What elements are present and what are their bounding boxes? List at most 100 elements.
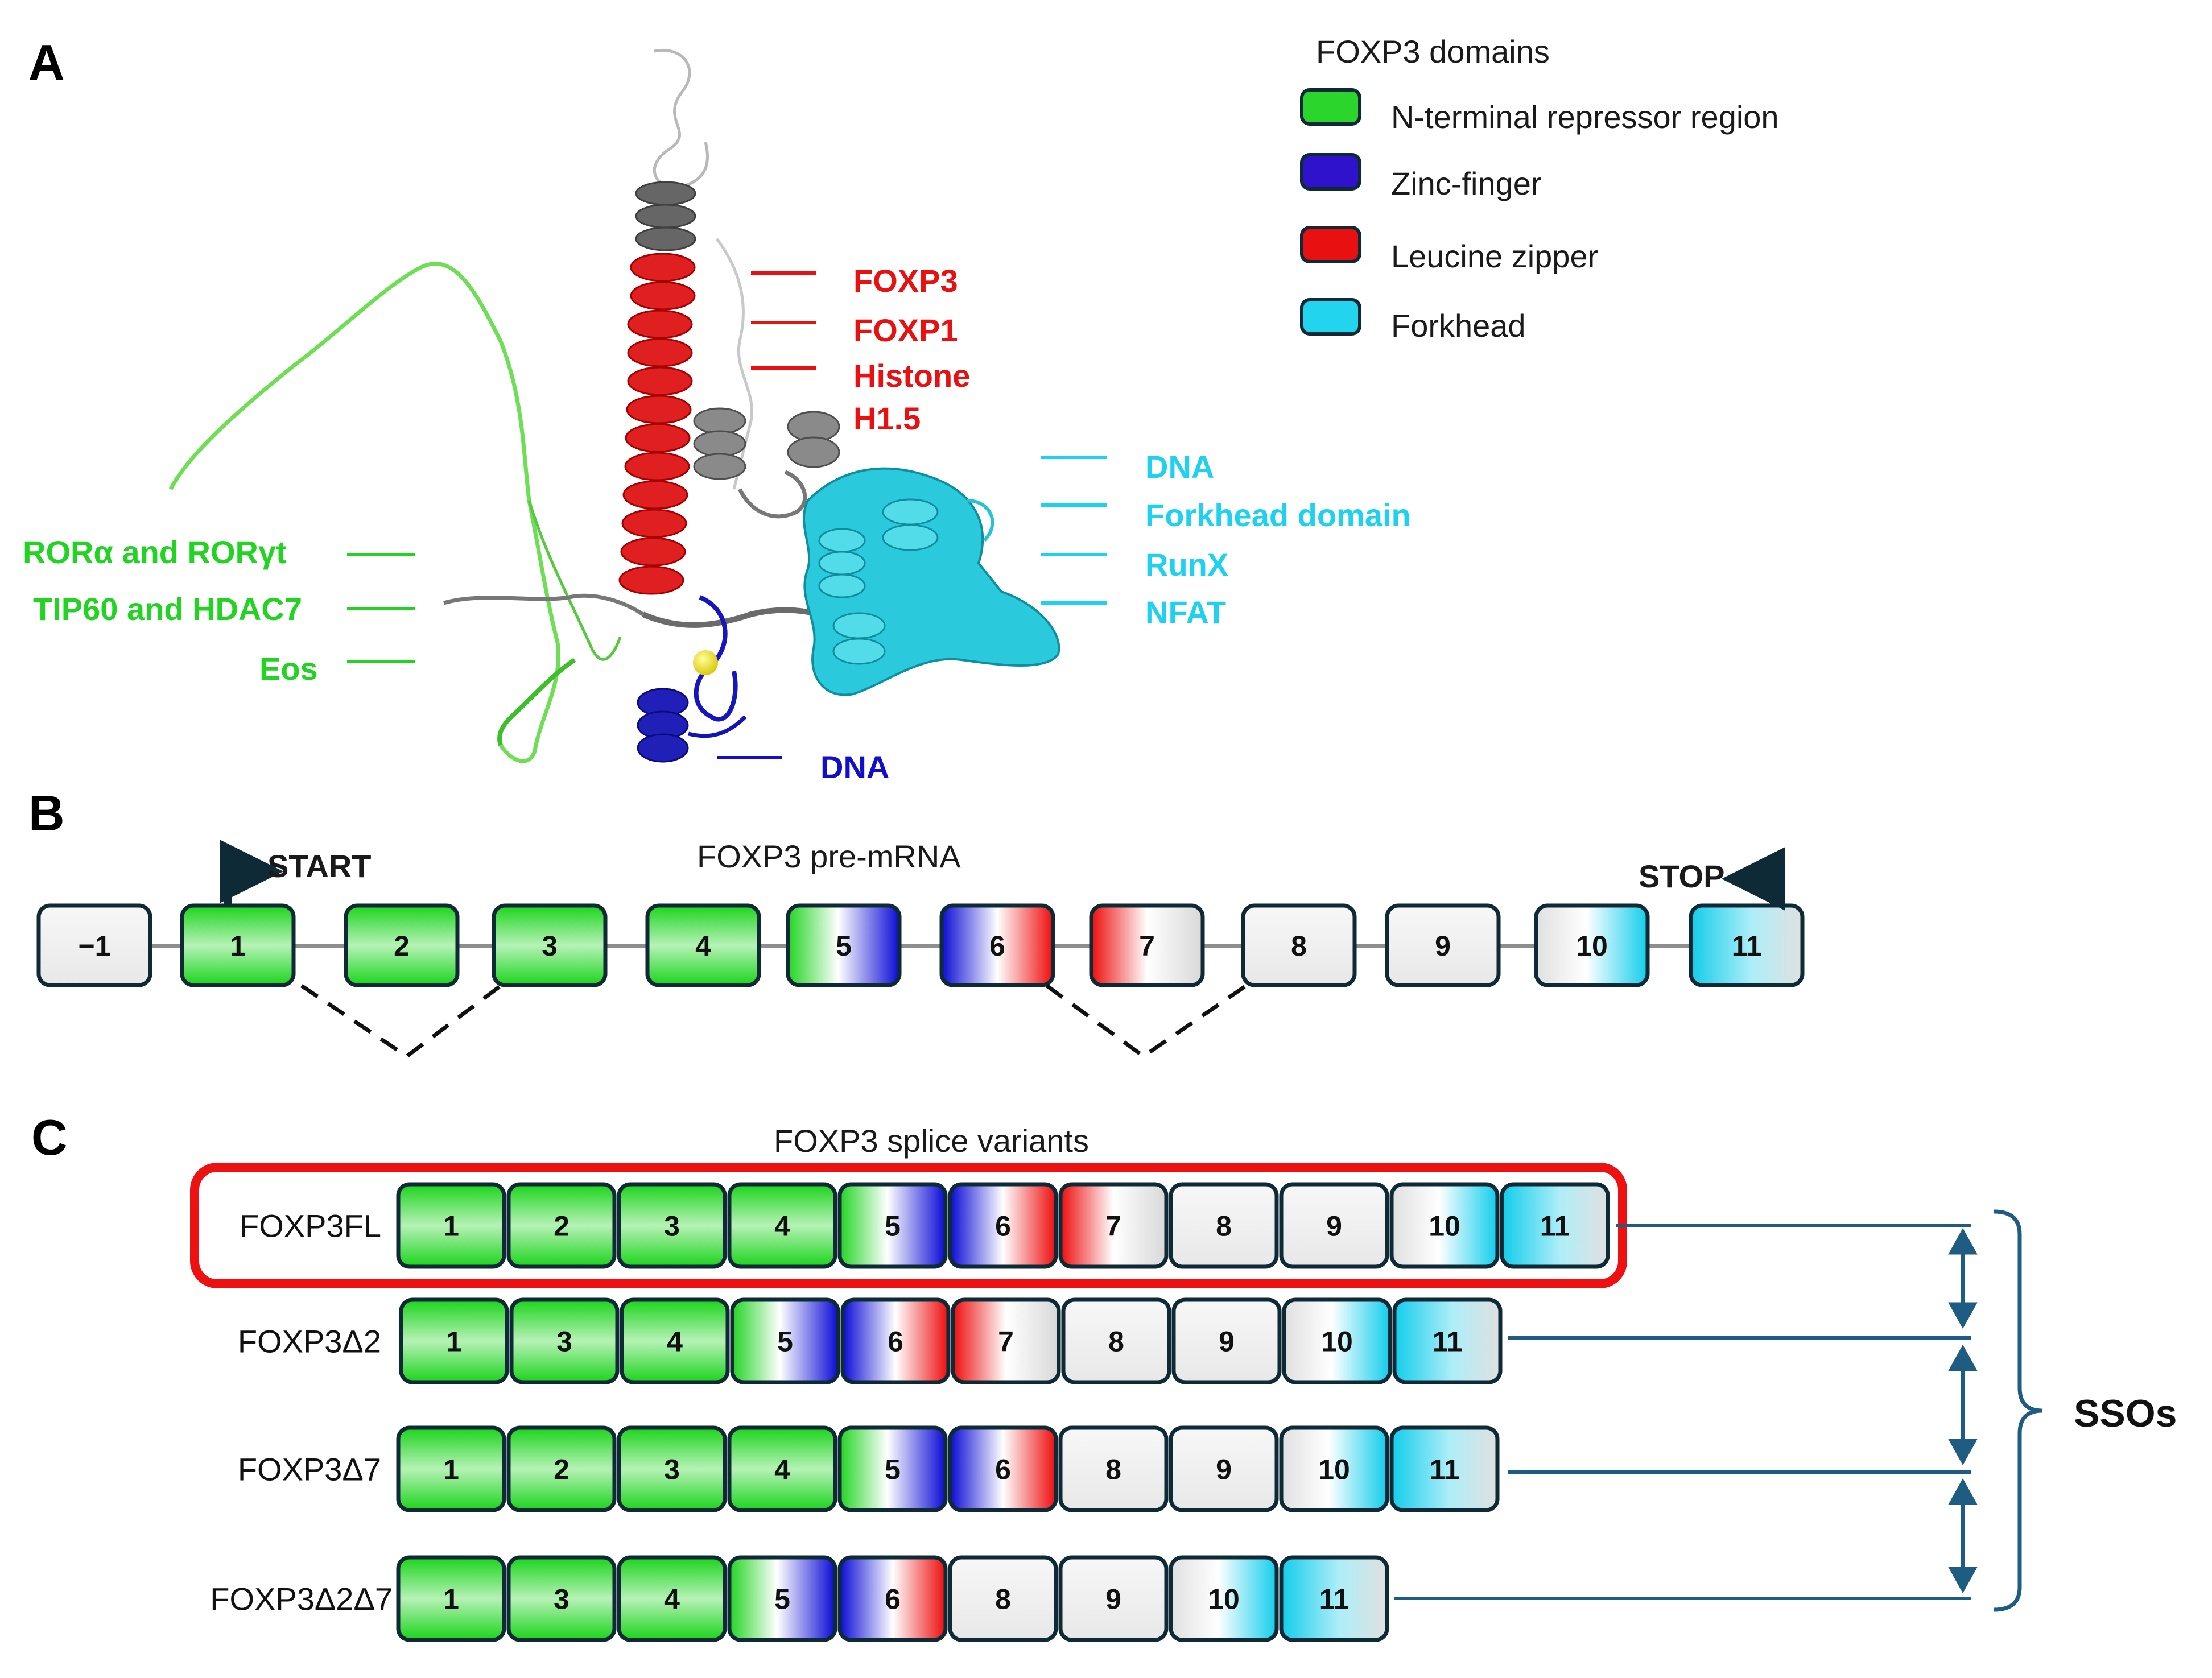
exon-rect [1279, 1182, 1389, 1269]
exon-rect [948, 1182, 1058, 1269]
protein-structure-illustration [168, 49, 1060, 763]
exon-number: 11 [1540, 1210, 1570, 1242]
exon-box: 4 [620, 1297, 730, 1384]
exon-rect [727, 1425, 837, 1512]
panel-label-a: A [28, 34, 65, 90]
exon-number: 2 [554, 1210, 569, 1242]
exon-number: 5 [774, 1584, 790, 1615]
exon-rect [948, 1555, 1058, 1642]
exon-rect [1171, 1297, 1282, 1384]
exon-number: 8 [1105, 1454, 1121, 1486]
exon-box: 11 [1279, 1555, 1389, 1642]
exon-rect [344, 903, 460, 987]
exon-box: 11 [1389, 1425, 1500, 1512]
exon-number: 9 [1105, 1584, 1121, 1615]
exon-rect [620, 1297, 730, 1384]
exon-box: 3 [506, 1555, 617, 1642]
exon-box: 11 [1392, 1297, 1503, 1384]
exon-box: 11 [1500, 1182, 1610, 1269]
exon-box: 1 [180, 903, 296, 987]
partner-label: Histone [853, 358, 970, 394]
exon-number: 7 [998, 1326, 1014, 1358]
exon-number: 2 [394, 930, 410, 962]
exon-box: 6 [948, 1425, 1058, 1512]
exon-number: 5 [885, 1454, 901, 1486]
partner-label: FOXP1 [853, 312, 958, 348]
exon-number: 1 [446, 1326, 462, 1358]
exon-number: 8 [1108, 1326, 1124, 1358]
domain-legend: FOXP3 domains N-terminal repressor regio… [1300, 34, 1779, 344]
variant-name: FOXP3FL [240, 1208, 381, 1244]
exon-number: 10 [1429, 1210, 1460, 1242]
exon7-skip-junction [1045, 984, 1247, 1059]
exon-box: 3 [509, 1297, 620, 1384]
exon-number: 4 [774, 1210, 790, 1242]
exon-box: 6 [840, 1297, 951, 1384]
splice-variants-title: FOXP3 splice variants [774, 1123, 1089, 1159]
exon-box: 1 [396, 1182, 506, 1269]
exon-box: 3 [617, 1425, 727, 1512]
exon-number: 4 [774, 1454, 790, 1486]
exon-number: 3 [542, 930, 558, 962]
exon-box: 2 [344, 903, 460, 987]
exon-number: 1 [443, 1584, 459, 1615]
exon-box: 10 [1534, 903, 1650, 987]
exon-number: 3 [664, 1454, 680, 1486]
exon-box: 7 [951, 1297, 1061, 1384]
exon-box: 8 [1241, 903, 1357, 987]
exon-number: 4 [667, 1326, 683, 1358]
partner-label: Forkhead domain [1145, 497, 1411, 533]
partner-label: RORα and RORγt [23, 534, 287, 570]
exon-rect [786, 903, 902, 987]
exon-number: 7 [1139, 930, 1155, 962]
exon-number: 10 [1318, 1454, 1350, 1486]
exon-number: 10 [1321, 1326, 1353, 1358]
exon-rect [730, 1297, 840, 1384]
stop-label: STOP [1639, 858, 1724, 894]
exon-rect [1061, 1297, 1171, 1384]
n-terminal-partners: RORα and RORγt TIP60 and HDAC7 Eos [23, 534, 415, 687]
exon-number: 11 [1732, 930, 1762, 962]
legend-swatch-red [1300, 226, 1361, 263]
exon-number: 11 [1433, 1326, 1463, 1358]
legend-label: Forkhead [1391, 308, 1526, 344]
exon-rect [727, 1555, 837, 1642]
zinc-finger-structure [637, 595, 747, 763]
exon-number: 4 [664, 1584, 680, 1615]
partner-label: Eos [259, 651, 318, 687]
exon-number: 9 [1219, 1326, 1235, 1358]
exon-rect [948, 1425, 1058, 1512]
exon-number: 3 [664, 1210, 680, 1242]
sso-double-arrows [1948, 1227, 1978, 1594]
exon-box: 4 [727, 1425, 837, 1512]
exon-number: 6 [888, 1326, 903, 1358]
exon-rect [1241, 903, 1357, 987]
exon-rect [1389, 1425, 1500, 1512]
exon-box: 5 [837, 1425, 948, 1512]
exon-number: 7 [1105, 1210, 1121, 1242]
exon-number: 9 [1216, 1454, 1232, 1486]
zinc-finger-partners: DNA [717, 749, 889, 785]
exon-box: 8 [948, 1555, 1058, 1642]
exon-rect [1500, 1182, 1610, 1269]
exon-box: 8 [1058, 1425, 1169, 1512]
exon-box: 9 [1169, 1425, 1279, 1512]
exon-rect [506, 1182, 617, 1269]
legend-title: FOXP3 domains [1316, 34, 1550, 69]
exon-number: 6 [989, 930, 1005, 962]
exon-box: 4 [645, 903, 761, 987]
sso-label: SSOs [2074, 1392, 2177, 1435]
exon-rect [1058, 1425, 1169, 1512]
exon-rect [951, 1297, 1061, 1384]
exon-rect [396, 1555, 506, 1642]
exon-rect [1385, 903, 1501, 987]
exon-box: 8 [1061, 1297, 1171, 1384]
exon-rect [1058, 1182, 1169, 1269]
variant-name: FOXP3Δ7 [238, 1452, 381, 1487]
exon-number: −1 [78, 930, 110, 962]
